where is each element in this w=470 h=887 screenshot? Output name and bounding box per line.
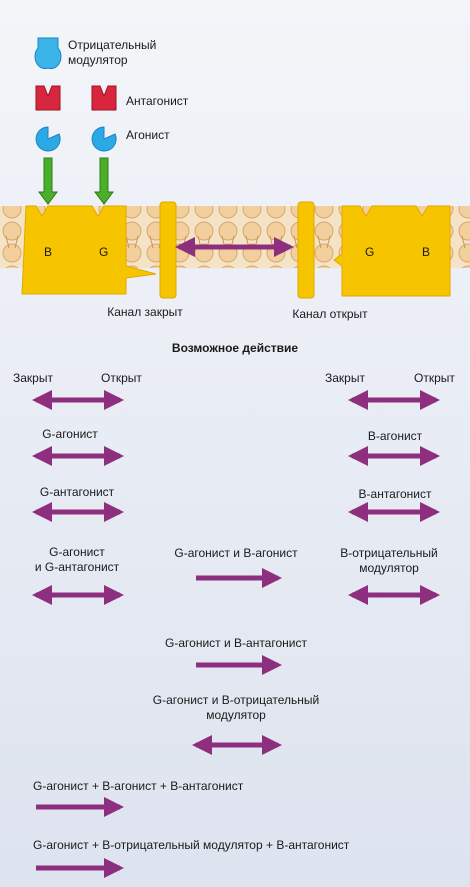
caption-channel-open: Канал открыт xyxy=(292,307,368,321)
effect-g-agonist-and-b-antagonist: G-агонист и B-антагонист xyxy=(165,636,307,650)
effect-g-agonist: G-агонист xyxy=(42,427,98,441)
effect-b-antagonist: B-антагонист xyxy=(358,487,432,501)
site-label-b-right: B xyxy=(422,245,431,259)
header-open-left: Открыт xyxy=(101,371,142,385)
effect-b-agonist: B-агонист xyxy=(367,429,423,443)
open-channel-gate xyxy=(297,201,315,299)
effect-g-agonist-and-b-agonist: G-агонист и B-агонист xyxy=(174,546,298,560)
effect-g-antagonist: G-антагонист xyxy=(39,485,115,499)
binding-arrow-icon xyxy=(94,157,114,205)
open-channel-body xyxy=(333,205,451,297)
modulator-icon xyxy=(34,37,62,70)
binding-arrow-icon xyxy=(38,157,58,205)
legend-antagonist-label: Антагонист xyxy=(126,94,189,108)
caption-channel-closed: Канал закрыт xyxy=(107,305,183,319)
site-label-g-left: G xyxy=(99,245,109,259)
section-title: Возможное действие xyxy=(171,341,299,355)
agonist-icon xyxy=(91,126,117,152)
site-label-b-left: B xyxy=(44,245,53,259)
effect-b-negative-modulator: B-отрицательный модулятор xyxy=(340,546,438,575)
header-closed-right: Закрыт xyxy=(325,371,365,385)
site-label-g-right: G xyxy=(365,245,375,259)
effect-g-agonist-and-b-negative-modulator: G-агонист и B-отрицательный модулятор xyxy=(152,693,320,722)
closed-channel-body xyxy=(21,205,157,295)
header-closed-left: Закрыт xyxy=(13,371,53,385)
effect-g-ag-b-ag-b-antag: G-агонист + B-агонист + B-антагонист xyxy=(33,779,244,793)
closed-channel-gate xyxy=(159,201,177,299)
effect-g-agonist-and-g-antagonist: G-агонист и G-антагонист xyxy=(34,545,120,574)
legend-agonist-label: Агонист xyxy=(126,128,170,142)
legend-modulator-label: Отрицательный модулятор xyxy=(68,38,157,67)
antagonist-icon xyxy=(35,85,61,111)
header-open-right: Открыт xyxy=(414,371,455,385)
agonist-icon xyxy=(35,126,61,152)
effect-g-ag-b-mod-b-antag: G-агонист + B-отрицательный модулятор + … xyxy=(33,838,350,852)
antagonist-icon xyxy=(91,85,117,111)
